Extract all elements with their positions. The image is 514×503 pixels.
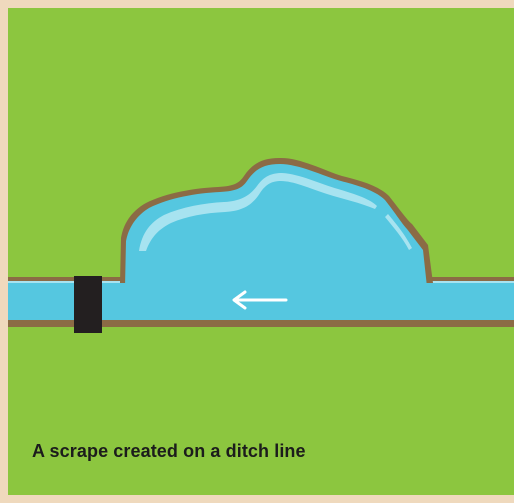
diagram-caption: A scrape created on a ditch line (32, 441, 306, 462)
scrape-pond (125, 164, 427, 287)
culvert-block (74, 276, 102, 333)
